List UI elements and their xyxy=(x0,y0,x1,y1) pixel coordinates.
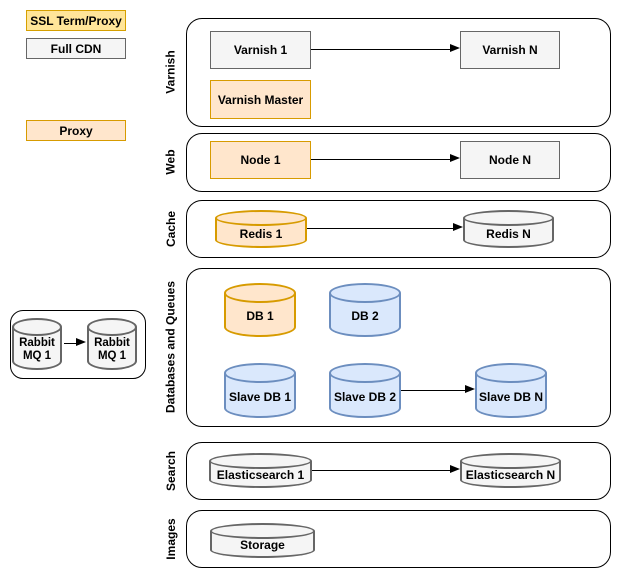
legend-proxy: Proxy xyxy=(26,120,126,141)
node-node-1: Node 1 xyxy=(210,141,311,179)
cylinder-top xyxy=(209,453,312,469)
node-storage-label: Storage xyxy=(240,538,285,553)
cylinder-top xyxy=(215,210,307,226)
rabbitmq-node-2-label: Rabbit MQ 1 xyxy=(94,337,130,363)
node-slave-db-n-label: Slave DB N xyxy=(478,389,544,404)
node-varnish-1: Varnish 1 xyxy=(210,31,311,69)
rabbitmq-node-1: Rabbit MQ 1 xyxy=(12,318,62,370)
section-databases-queues-label: Databases and Queues xyxy=(163,280,178,414)
node-node-n: Node N xyxy=(460,141,560,179)
cylinder-top xyxy=(460,453,561,469)
arrow-varnish1-to-varnishN xyxy=(311,44,460,53)
cylinder-top xyxy=(224,363,296,383)
node-elasticsearch-n-label: Elasticsearch N xyxy=(465,468,556,483)
node-db-1: DB 1 xyxy=(224,283,296,337)
node-elasticsearch-n: Elasticsearch N xyxy=(460,453,561,488)
rabbitmq-node-2: Rabbit MQ 1 xyxy=(87,318,137,370)
node-slave-db-2-label: Slave DB 2 xyxy=(333,389,397,404)
arrow-node1-to-nodeN xyxy=(311,154,460,163)
arrow-rabbitmq1-to-rabbitmq2 xyxy=(64,338,86,347)
arrow-redis1-to-redisN xyxy=(307,223,463,232)
node-varnish-master: Varnish Master xyxy=(210,80,311,119)
node-redis-n: Redis N xyxy=(463,210,554,248)
legend-ssl-term-proxy: SSL Term/Proxy xyxy=(26,10,126,31)
node-db-1-label: DB 1 xyxy=(246,309,274,324)
arrow-slavedb2-to-slavedbN xyxy=(401,385,475,394)
cylinder-top xyxy=(329,363,401,383)
section-cache-label: Cache xyxy=(164,210,178,248)
node-slave-db-1-label: Slave DB 1 xyxy=(228,389,292,404)
rabbitmq-node-1-label: Rabbit MQ 1 xyxy=(19,337,55,363)
section-search-label: Search xyxy=(164,450,178,492)
node-elasticsearch-1-label: Elasticsearch 1 xyxy=(216,468,305,483)
arrow-elasticsearch1-to-elasticsearchN xyxy=(312,465,460,474)
section-images-label: Images xyxy=(164,518,178,560)
cylinder-top xyxy=(87,318,137,336)
node-slave-db-2: Slave DB 2 xyxy=(329,363,401,418)
cylinder-top xyxy=(224,283,296,303)
node-redis-1: Redis 1 xyxy=(215,210,307,248)
node-redis-1-label: Redis 1 xyxy=(239,226,283,241)
node-varnish-n: Varnish N xyxy=(460,31,560,69)
cylinder-top xyxy=(12,318,62,336)
legend-full-cdn: Full CDN xyxy=(26,38,126,59)
node-redis-n-label: Redis N xyxy=(486,226,531,241)
node-slave-db-1: Slave DB 1 xyxy=(224,363,296,418)
cylinder-top xyxy=(210,523,315,539)
section-varnish-label: Varnish xyxy=(163,50,178,94)
section-web-label: Web xyxy=(163,149,178,175)
cylinder-top xyxy=(475,363,547,383)
node-slave-db-n: Slave DB N xyxy=(475,363,547,418)
cylinder-top xyxy=(463,210,554,226)
node-elasticsearch-1: Elasticsearch 1 xyxy=(209,453,312,488)
node-db-2: DB 2 xyxy=(329,283,401,337)
cylinder-top xyxy=(329,283,401,303)
node-storage: Storage xyxy=(210,523,315,558)
node-db-2-label: DB 2 xyxy=(351,309,379,324)
